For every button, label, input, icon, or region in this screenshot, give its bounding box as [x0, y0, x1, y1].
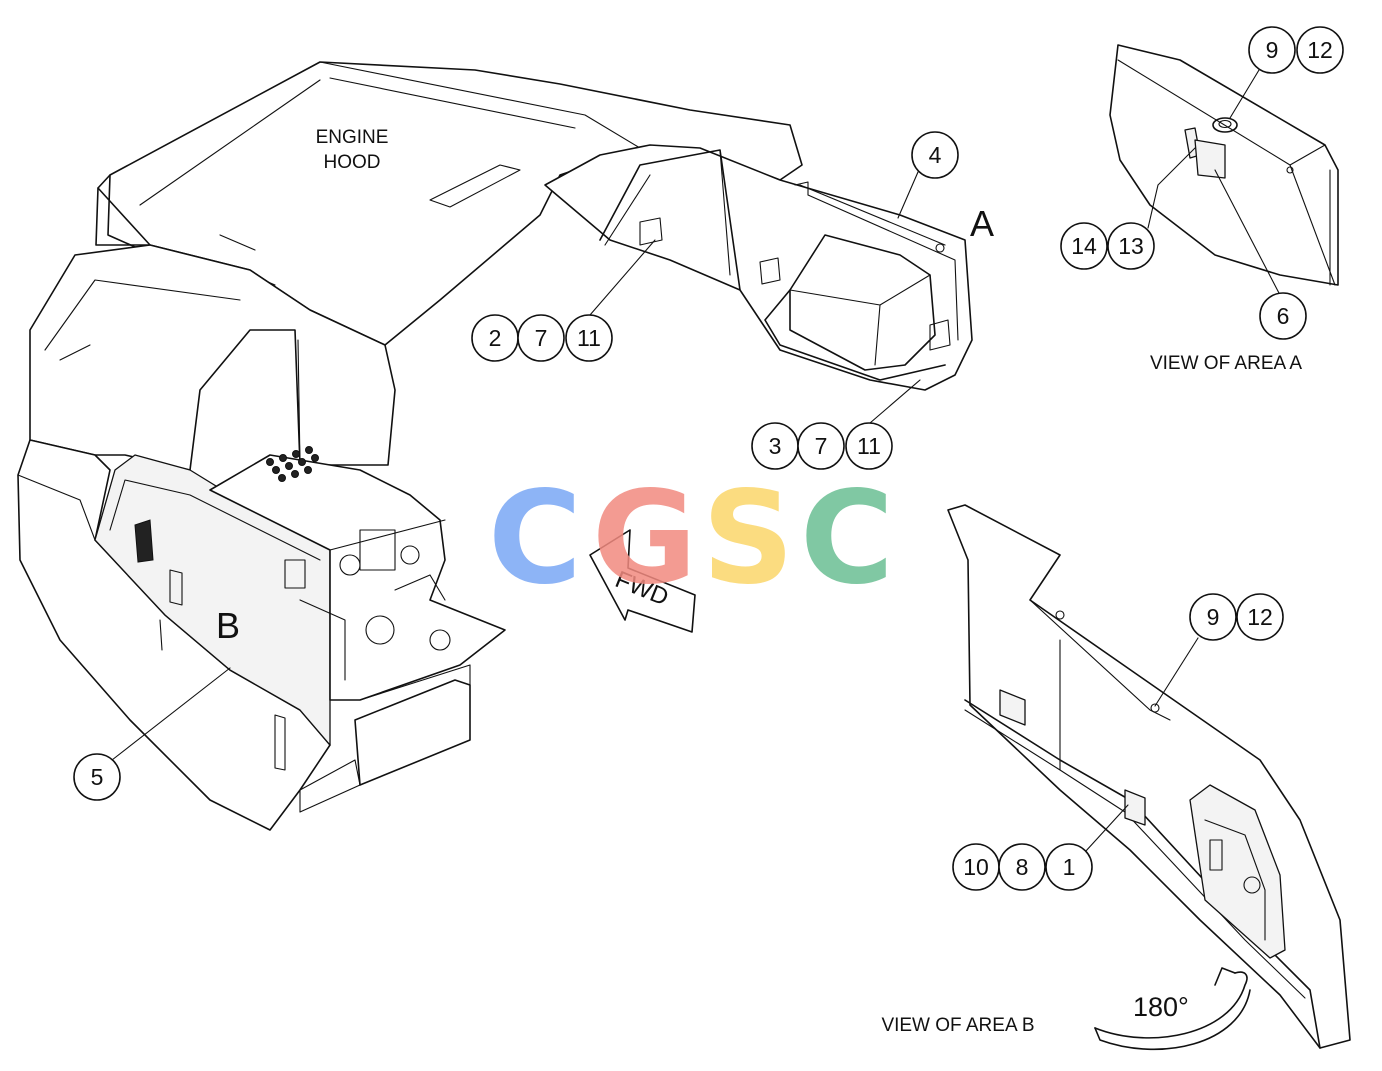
- area-b-letter: B: [216, 605, 240, 646]
- svg-text:13: 13: [1118, 233, 1144, 259]
- engine-hood-label-1: ENGINE: [316, 127, 389, 148]
- callout-9: 9: [1189, 593, 1237, 641]
- watermark-letter-4: C: [800, 464, 894, 613]
- watermark-letter-2: G: [592, 464, 697, 613]
- svg-text:4: 4: [929, 142, 942, 168]
- watermark-letter-3: S: [702, 464, 794, 613]
- callout-5: 5: [73, 753, 121, 801]
- callout-7: 7: [797, 422, 845, 470]
- svg-text:14: 14: [1071, 233, 1097, 259]
- engine-hood-assembly: [17, 61, 803, 831]
- callout-12: 12: [1296, 26, 1344, 74]
- callout-3: 3: [751, 422, 799, 470]
- svg-text:10: 10: [963, 854, 989, 880]
- view-area-b-label: VIEW OF AREA B: [881, 1015, 1034, 1036]
- view-area-a-detail: [1109, 44, 1339, 286]
- callout-6: 6: [1259, 292, 1307, 340]
- callout-1: 1: [1045, 843, 1093, 891]
- callout-12: 12: [1236, 593, 1284, 641]
- callouts: 4 2 7 11 3 7 11 5 9 12 14 13 6 9 12 10 8…: [73, 26, 1344, 891]
- svg-text:12: 12: [1307, 37, 1333, 63]
- callout-4: 4: [911, 131, 959, 179]
- svg-text:1: 1: [1063, 854, 1076, 880]
- vent-grille: [266, 446, 319, 482]
- svg-text:7: 7: [535, 325, 548, 351]
- rotation-label: 180°: [1133, 992, 1189, 1022]
- area-a-letter: A: [970, 203, 994, 244]
- engine-components: [284, 529, 451, 681]
- svg-text:12: 12: [1247, 604, 1273, 630]
- svg-text:2: 2: [489, 325, 502, 351]
- engine-hood-label-2: HOOD: [324, 152, 381, 173]
- callout-10: 10: [952, 843, 1000, 891]
- watermark-logo: C G S C: [488, 464, 894, 613]
- svg-text:11: 11: [857, 433, 881, 459]
- svg-text:9: 9: [1207, 604, 1220, 630]
- exploded-side-cover: [544, 144, 973, 391]
- callout-11: 11: [845, 422, 893, 470]
- svg-text:11: 11: [577, 325, 601, 351]
- view-area-a-label: VIEW OF AREA A: [1150, 353, 1302, 374]
- leader-lines: [111, 69, 1281, 853]
- svg-text:7: 7: [815, 433, 828, 459]
- callout-8: 8: [998, 843, 1046, 891]
- callout-2: 2: [471, 314, 519, 362]
- svg-text:9: 9: [1266, 37, 1279, 63]
- svg-text:8: 8: [1016, 854, 1029, 880]
- callout-7: 7: [517, 314, 565, 362]
- callout-13: 13: [1107, 222, 1155, 270]
- watermark-letter-1: C: [488, 464, 582, 613]
- callout-9: 9: [1248, 26, 1296, 74]
- callout-11: 11: [565, 314, 613, 362]
- svg-text:3: 3: [769, 433, 782, 459]
- text-labels: ENGINE HOOD VIEW OF AREA A VIEW OF AREA …: [216, 127, 1302, 1036]
- callout-14: 14: [1060, 222, 1108, 270]
- svg-text:6: 6: [1277, 303, 1290, 329]
- view-area-b-detail: [947, 504, 1351, 1051]
- svg-text:5: 5: [91, 764, 104, 790]
